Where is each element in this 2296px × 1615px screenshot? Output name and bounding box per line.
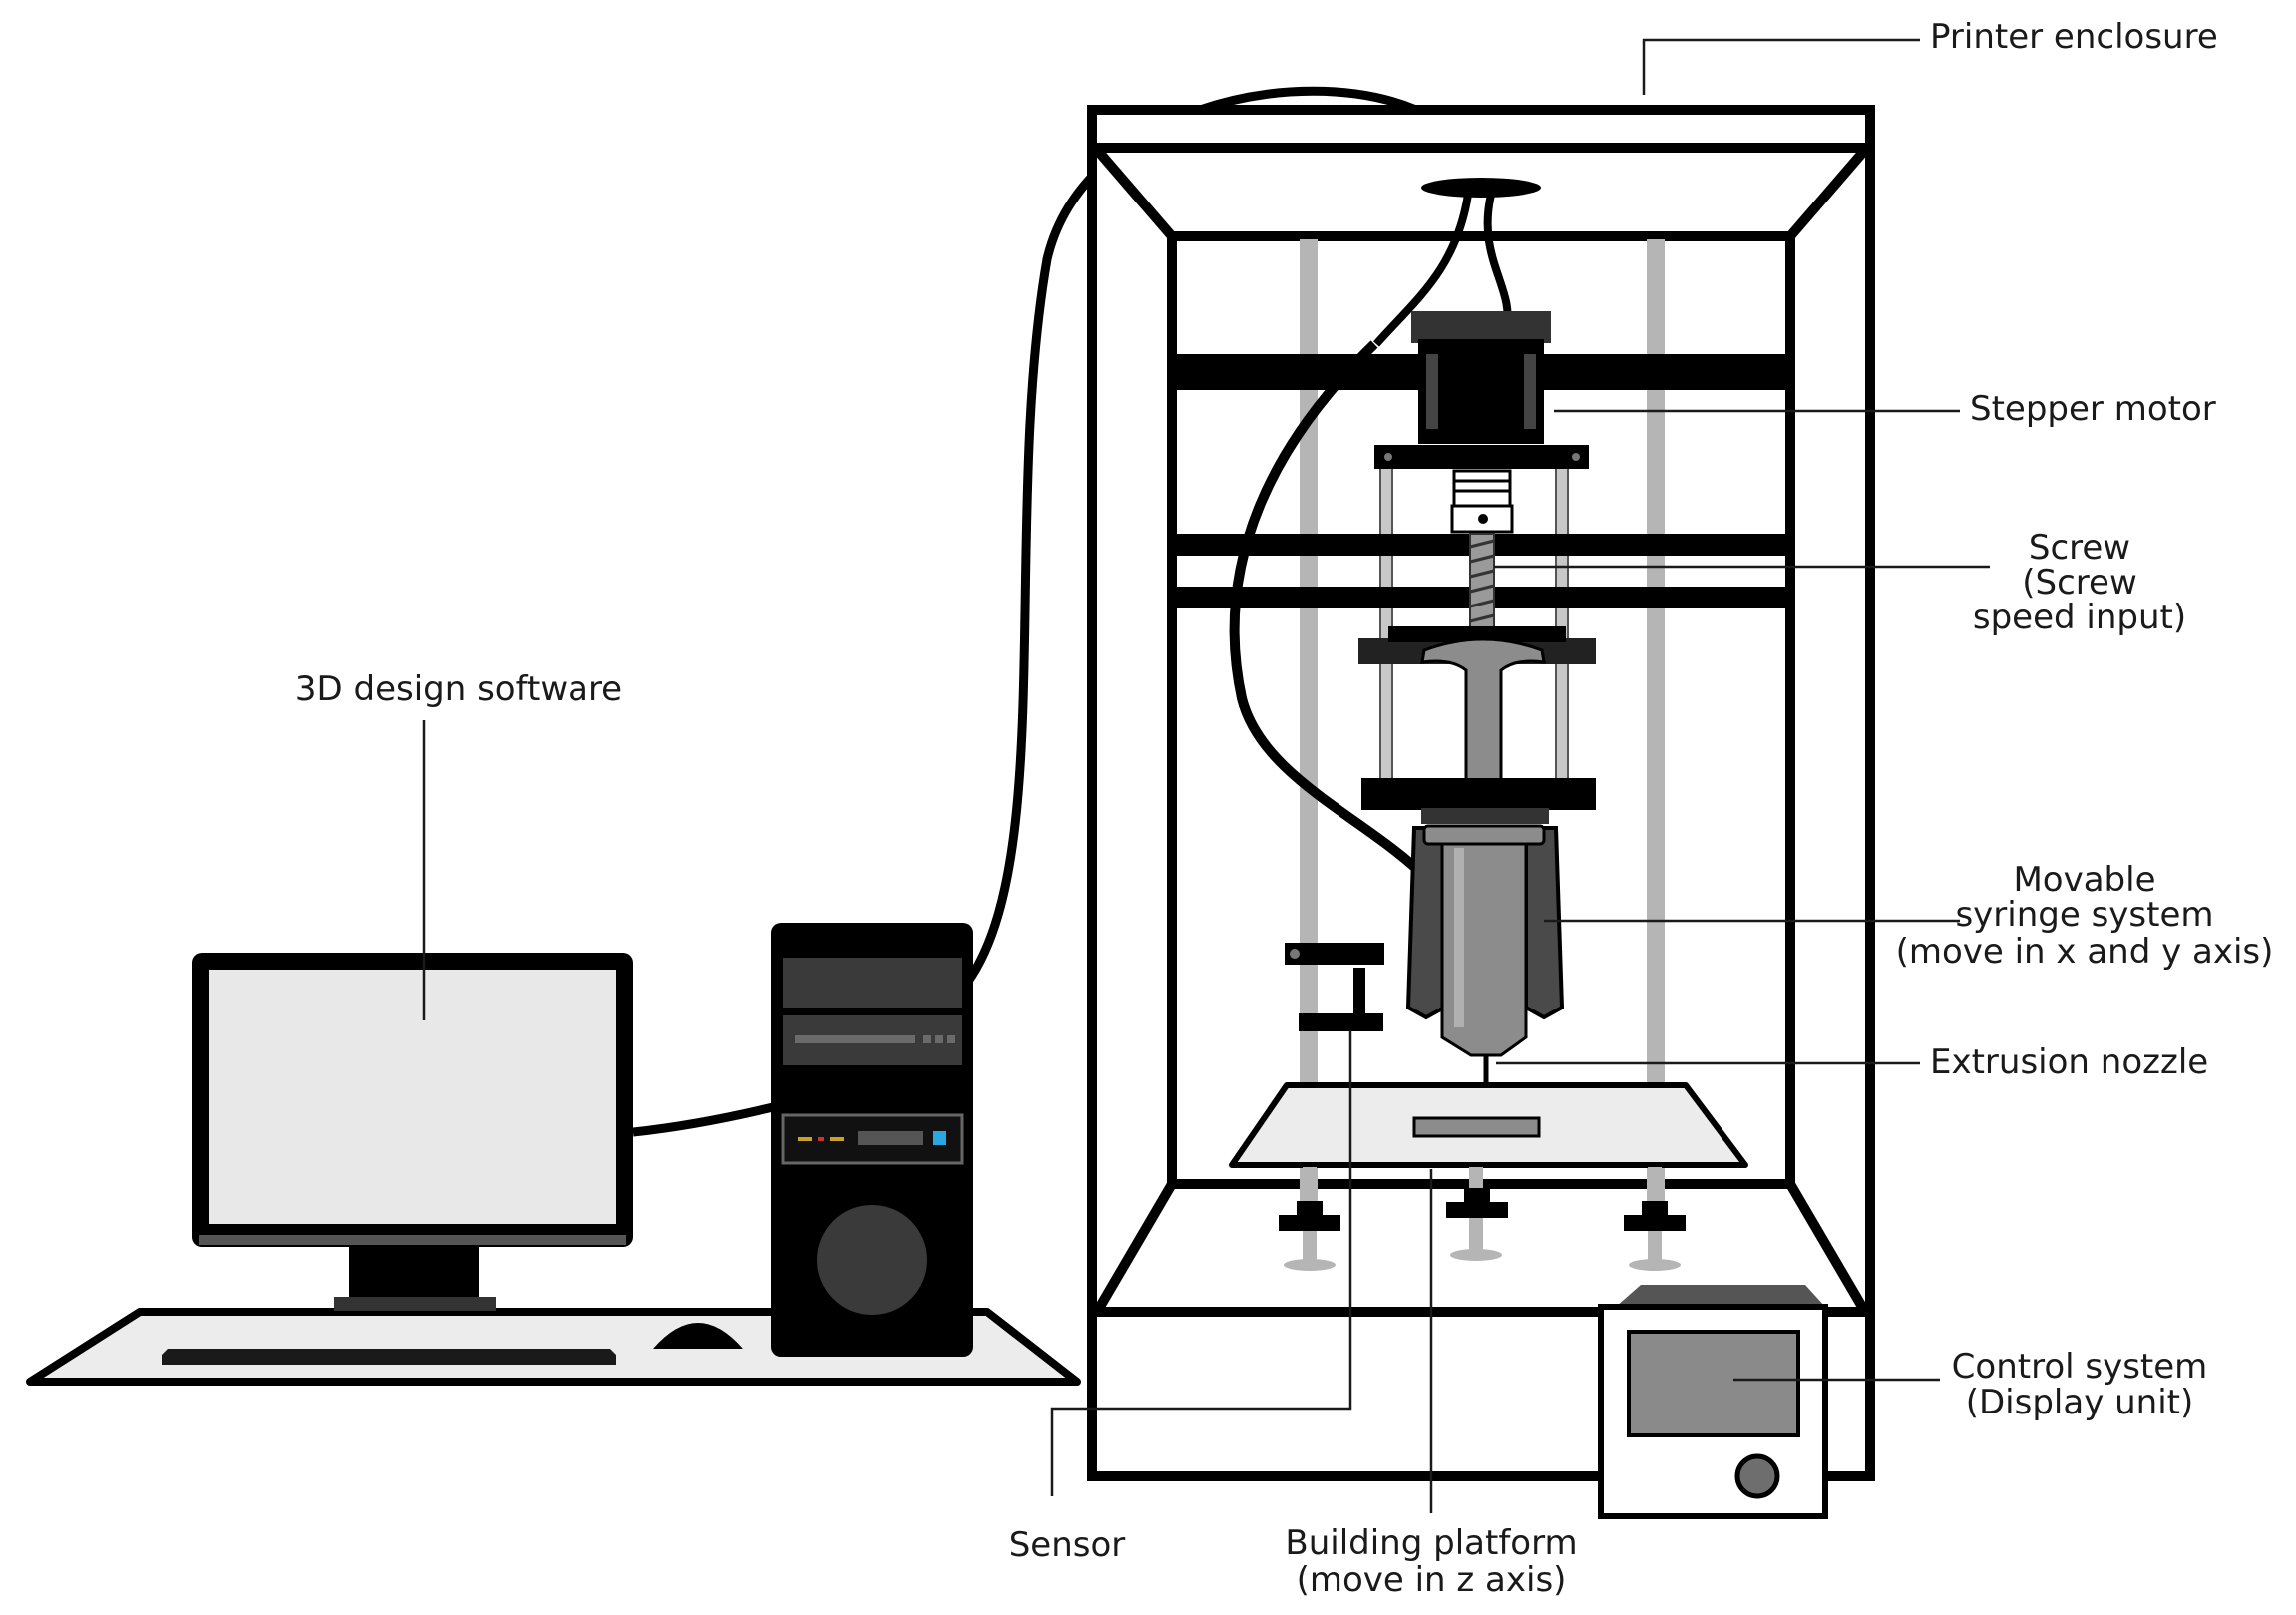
- label-stepper-motor: Stepper motor: [1970, 389, 2216, 429]
- cable-pc-printer: [963, 86, 1418, 986]
- monitor-base: [334, 1297, 496, 1311]
- stepper-motor: [1374, 311, 1589, 534]
- label-printer-enclosure: Printer enclosure: [1930, 17, 2218, 57]
- leader-lines: [422, 38, 1990, 1513]
- label-syringe-2: syringe system: [1955, 895, 2213, 935]
- label-control-system: Control system: [1952, 1347, 2208, 1387]
- cable-monitor: [632, 1102, 775, 1137]
- label-control-system-2: (Display unit): [1966, 1383, 2194, 1422]
- printer: [1087, 105, 1875, 1519]
- label-screw-2: (Screw: [2022, 563, 2137, 603]
- keyboard-icon: [162, 1349, 616, 1365]
- monitor-screen: [209, 970, 616, 1224]
- pc-fan-icon: [817, 1205, 927, 1315]
- label-screw: Screw: [2029, 528, 2130, 568]
- label-building-platform: Building platform: [1285, 1523, 1577, 1563]
- guide-rod-right: [1647, 239, 1665, 1202]
- screw: [1469, 533, 1495, 634]
- label-building-platform-2: (move in z axis): [1297, 1560, 1567, 1600]
- control-system-box: [1598, 1285, 1828, 1519]
- label-syringe: Movable: [2013, 860, 2155, 900]
- computer: [26, 86, 1418, 1386]
- monitor-stand: [349, 1242, 479, 1300]
- control-knob-icon: [1734, 1453, 1780, 1499]
- label-screw-3: speed input): [1973, 598, 2186, 637]
- mouse-icon: [653, 1323, 743, 1349]
- sensor: [1285, 943, 1384, 1031]
- label-design-software: 3D design software: [295, 669, 622, 709]
- printed-object: [1412, 1116, 1541, 1138]
- building-platform: [1229, 1082, 1748, 1271]
- label-syringe-3: (move in x and y axis): [1896, 932, 2274, 972]
- display-unit: [1627, 1330, 1800, 1437]
- label-sensor: Sensor: [1009, 1525, 1126, 1565]
- label-extrusion-nozzle: Extrusion nozzle: [1930, 1042, 2208, 1082]
- labels: Printer enclosure Stepper motor Screw (S…: [295, 17, 2274, 1600]
